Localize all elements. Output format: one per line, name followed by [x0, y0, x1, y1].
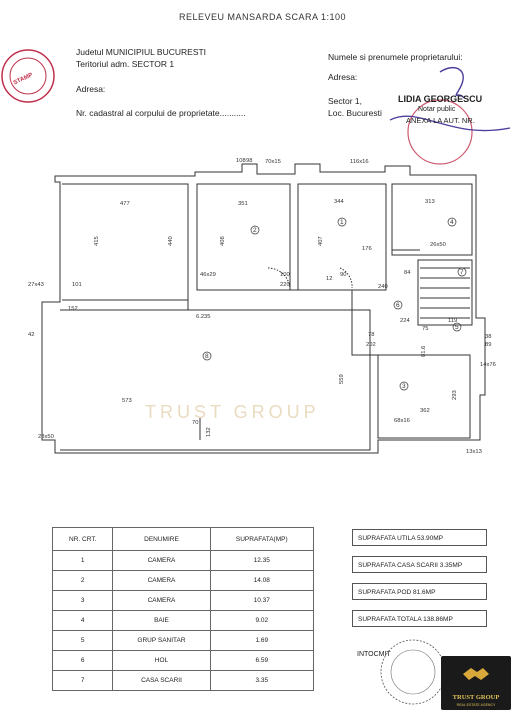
dim-14x76: 14x76 [480, 362, 496, 368]
trust-group-logo: TRUST GROUP REAL ESTATE AGENCY [441, 656, 511, 710]
col-suprafata: SUPRAFATA(MP) [209, 527, 315, 551]
dim-313: 313 [425, 199, 435, 205]
handshake-icon [463, 668, 489, 680]
svg-text:TRUST GROUP: TRUST GROUP [145, 402, 320, 422]
notary-name: LIDIA GEORGESCU [398, 94, 483, 104]
room-label-8: 8 [205, 353, 209, 360]
dim-202: 202 [366, 342, 376, 348]
room-label-4: 4 [450, 219, 454, 226]
notary-title: Notar public [418, 106, 456, 113]
dim-224: 224 [400, 318, 410, 324]
room-label-7: 7 [460, 269, 464, 276]
dim-351: 351 [238, 201, 248, 207]
dim-12: 12 [326, 276, 332, 282]
dim-152: 152 [68, 306, 78, 312]
dim-101: 101 [72, 282, 82, 288]
dim-816: 81.6 [421, 346, 427, 357]
dim-78: 78 [368, 332, 374, 338]
room-label-3: 3 [402, 383, 406, 390]
adresa-label-left: Adresa: [76, 84, 106, 94]
table-header-row: NR. CRT. DENUMIRE SUPRAFATA(MP) [51, 527, 315, 551]
sector-label: Sector 1, [328, 96, 363, 106]
svg-text:STAMP: STAMP [13, 72, 34, 86]
notary-anexa: ANEXA LA AUT. NR. [406, 116, 475, 125]
summary-utila: SUPRAFATA UTILA 53.90MP [352, 529, 487, 546]
dim-408: 408 [220, 236, 226, 246]
locality-label: Loc. Bucuresti [328, 108, 382, 118]
logo-name: TRUST GROUP [452, 694, 500, 701]
dim-26x50: 26x50 [430, 242, 446, 248]
judet-label: Judetul MUNICIPIUL BUCURESTI [76, 47, 207, 57]
room-label-1: 1 [340, 219, 344, 226]
dim-240: 240 [378, 284, 388, 290]
dim-119: 119 [448, 318, 457, 324]
red-stamp-icon: STAMP [1, 49, 55, 103]
dim-38: 38 [485, 334, 491, 340]
dim-42: 42 [28, 332, 34, 338]
dim-559: 559 [339, 374, 345, 384]
dim-89: 89 [485, 342, 491, 348]
adresa-label-right: Adresa: [328, 72, 358, 82]
floor-plan: TRUST GROUP 2 1 4 6 7 5 8 3 477 351 [28, 158, 496, 455]
dim-13x13: 13x13 [466, 449, 482, 455]
dim-293: 293 [452, 390, 458, 400]
dim-90: 90 [340, 272, 346, 278]
summary-casa-scarii: SUPRAFATA CASA SCARII 3.35MP [352, 556, 487, 573]
col-denumire: DENUMIRE [112, 527, 211, 551]
dim-108: 108 [236, 158, 246, 164]
teritoriu-label: Teritoriul adm. SECTOR 1 [76, 59, 175, 69]
dim-176: 176 [362, 246, 372, 252]
dim-70: 70 [192, 420, 198, 426]
summary-totala: SUPRAFATA TOTALA 138.86MP [352, 610, 487, 627]
dim-407: 407 [318, 236, 324, 246]
dim-344: 344 [334, 199, 344, 205]
dim-362: 362 [420, 408, 430, 414]
dim-46x29: 46x29 [200, 272, 216, 278]
dim-100: 100 [280, 272, 290, 278]
room-label-5: 5 [455, 324, 459, 331]
dim-27x43: 27x43 [28, 282, 44, 288]
dim-132: 132 [206, 427, 212, 437]
dim-440: 440 [168, 236, 174, 246]
dim-68x16: 68x16 [394, 418, 410, 424]
intocmit-label: INTOCMIT [357, 651, 391, 658]
dim-98: 98 [246, 158, 252, 164]
col-nr-crt: NR. CRT. [51, 527, 114, 551]
dim-116x16: 116x16 [350, 159, 369, 165]
room-label-6: 6 [396, 302, 400, 309]
dim-75: 75 [422, 326, 428, 332]
summary-pod: SUPRAFATA POD 81.6MP [352, 583, 487, 600]
dim-220: 220 [280, 282, 290, 288]
dim-415: 415 [94, 236, 100, 246]
dim-6235: 6.235 [196, 314, 211, 320]
logo-sub: REAL ESTATE AGENCY [456, 703, 496, 707]
dim-477: 477 [120, 201, 130, 207]
dim-28x50: 28x50 [38, 434, 54, 440]
notary-stamp-icon [389, 67, 511, 165]
dim-70x15: 70x15 [265, 159, 281, 165]
dim-573: 573 [122, 398, 132, 404]
nr-cadastral-label: Nr. cadastral al corpului de proprietate… [76, 108, 246, 118]
owner-name-label: Numele si prenumele proprietarului: [328, 52, 463, 62]
room-label-2: 2 [253, 227, 257, 234]
drawing-title: RELEVEU MANSARDA SCARA 1:100 [178, 12, 347, 22]
dim-84: 84 [404, 270, 411, 276]
surveyor-stamp-icon [380, 639, 446, 705]
